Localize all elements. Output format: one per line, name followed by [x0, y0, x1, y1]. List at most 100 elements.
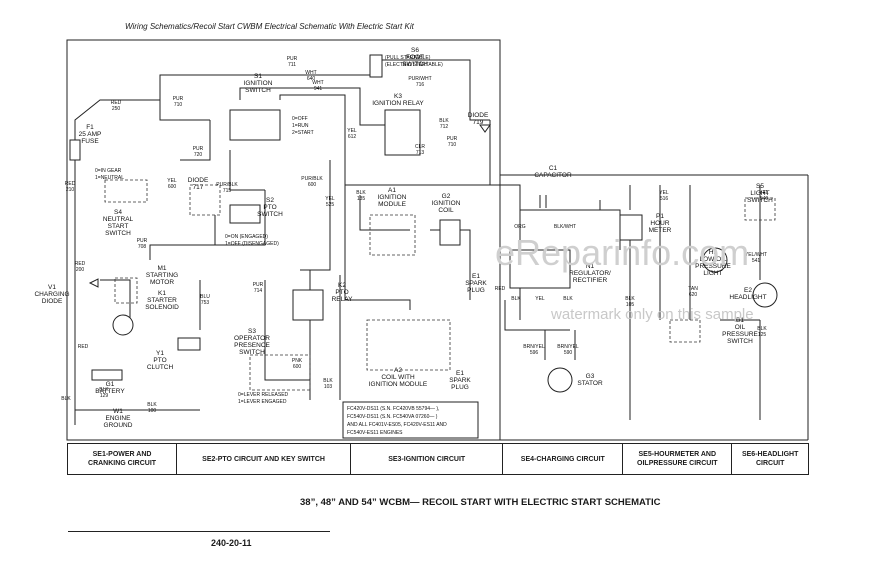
- circuit-cell: SE4-CHARGING CIRCUIT: [503, 444, 624, 474]
- p1-meter-symbol: [619, 214, 643, 241]
- circuit-table: SE1-POWER AND CRANKING CIRCUIT SE2-PTO C…: [67, 443, 809, 475]
- s2-switch-symbol: [229, 204, 261, 224]
- serial-note-line: FC540V-DS11 (S.N. FC540VA 07260— ): [347, 414, 438, 420]
- component-label-s6opt: (PULL STARTABLE)(ELECTRIC STARTABLE): [385, 55, 443, 68]
- k1-solenoid-symbol: [114, 277, 138, 304]
- page-number: 240-20-11: [211, 538, 252, 548]
- a2-module-symbol: [366, 319, 451, 371]
- diagram-frame-left: [66, 39, 501, 441]
- serial-note-line: FC420V-DS11 (S.N. FC420VB 55794— ),: [347, 406, 439, 412]
- g2-coil-symbol: [439, 219, 461, 246]
- s6-switch-symbol: [369, 54, 383, 78]
- wire-label: RED: [495, 286, 506, 292]
- h1-lamp-symbol: [702, 247, 728, 273]
- footer-rule: [68, 531, 330, 532]
- wire-label: BLK: [563, 296, 573, 302]
- m1-motor-symbol: [112, 314, 134, 336]
- serial-note-line: AND ALL FC401V-ES05, FC420V-ES11 AND: [347, 422, 447, 428]
- page-header: Wiring Schematics/Recoil Start CWBM Elec…: [125, 22, 414, 31]
- circuit-cell: SE1-POWER AND CRANKING CIRCUIT: [68, 444, 178, 474]
- diode-719-symbol: [479, 124, 491, 133]
- circuit-cell: SE2-PTO CIRCUIT AND KEY SWITCH: [177, 444, 352, 474]
- a1-module-symbol: [369, 214, 416, 256]
- v1-diode-symbol: [88, 278, 99, 288]
- b1-switch-symbol: [669, 319, 701, 343]
- y1-clutch-symbol: [177, 337, 201, 351]
- s5-switch-symbol: [744, 197, 776, 221]
- wire-label: YEL: [535, 296, 545, 302]
- circuit-cell: SE6-HEADLIGHT CIRCUIT: [741, 451, 799, 467]
- k2-relay-symbol: [292, 289, 324, 321]
- wires: [74, 59, 761, 425]
- symbols: [69, 54, 778, 393]
- circuit-cell: SE3-IGNITION CIRCUIT: [351, 444, 504, 474]
- g3-stator-symbol: [547, 367, 573, 393]
- s4-switch-symbol: [104, 179, 148, 203]
- g1-battery-symbol: [91, 369, 123, 381]
- serial-note-box: [342, 401, 479, 439]
- wire-label: BLK/WHT: [554, 224, 576, 230]
- n1-regulator-symbol: [509, 249, 571, 289]
- watermark-sub: watermark only on this sample: [551, 306, 754, 323]
- e2-headlight-symbol: [752, 282, 778, 308]
- component-label-s2pos: 0=ON (ENGAGED)1=OFF (DISENGAGED): [225, 234, 279, 247]
- wire-label: RED: [78, 344, 89, 350]
